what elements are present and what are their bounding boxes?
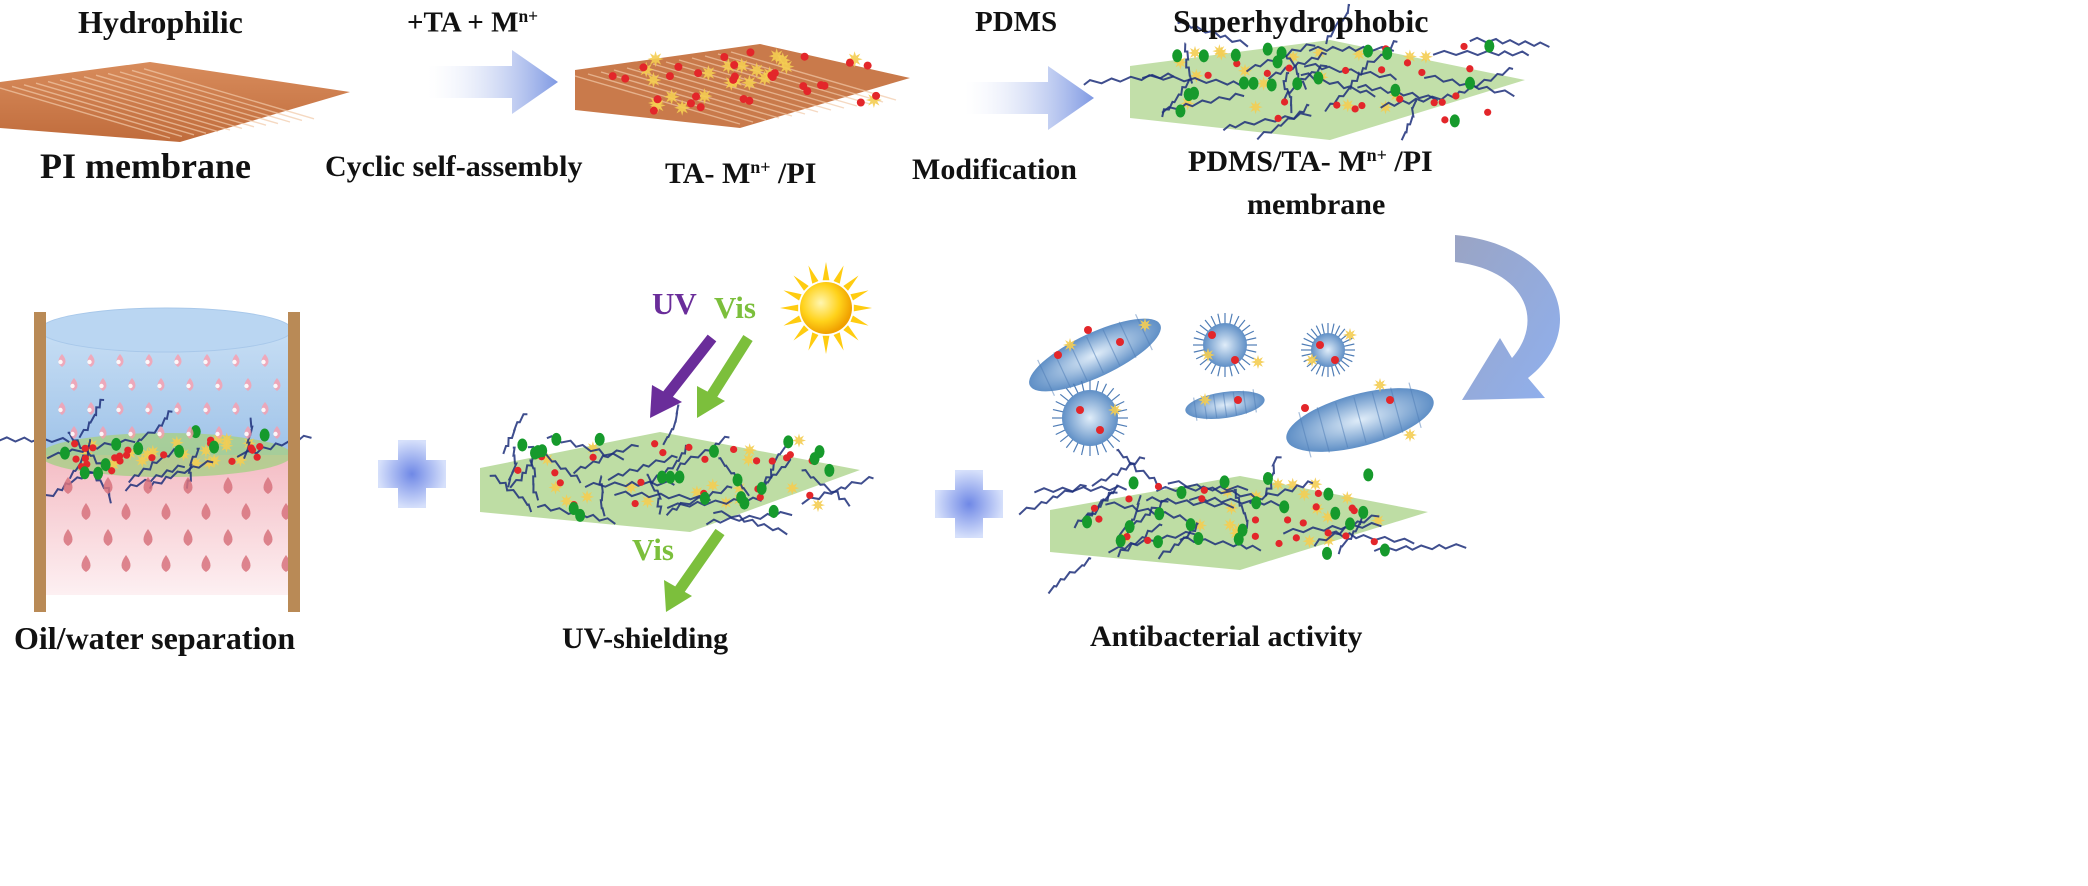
- label-pdms-ta-m-pi: PDMS/TA- Mn+ /PI: [1188, 146, 1433, 177]
- label-pi-membrane: PI membrane: [40, 146, 251, 186]
- label-modification: Modification: [912, 153, 1077, 186]
- label-pdms: PDMS: [975, 6, 1058, 38]
- plus-sign-2: [935, 470, 1003, 538]
- label-oil-water-separation: Oil/water separation: [14, 620, 296, 656]
- label-superhydrophobic: Superhydrophobic: [1173, 3, 1429, 39]
- ta-m-pi-suffix: /PI: [770, 156, 817, 190]
- antibacterial-membrane: [1018, 448, 1467, 595]
- pdms-ta-m-pi-text: PDMS/TA- M: [1188, 144, 1367, 178]
- label-ta-m-pi: TA- Mn+ /PI: [665, 158, 816, 189]
- vis-arrow-out: [664, 528, 725, 612]
- label-hydrophilic: Hydrophilic: [78, 4, 243, 40]
- arrow-step-2: [965, 66, 1094, 130]
- label-uv-shielding: UV-shielding: [562, 622, 729, 655]
- ta-m-pi-membrane: [574, 44, 910, 128]
- uv-arrow: [650, 334, 717, 418]
- ta-m-pi-text: TA- M: [665, 156, 751, 190]
- sun-icon: [780, 262, 872, 354]
- pdms-ta-m-pi-superscript: n+: [1366, 145, 1387, 165]
- label-vis-transmitted: Vis: [632, 532, 674, 567]
- ta-m-pi-superscript: n+: [750, 157, 771, 177]
- label-cyclic-self-assembly: Cyclic self-assembly: [325, 150, 583, 183]
- label-membrane: membrane: [1247, 188, 1386, 221]
- ta-addition-text: +TA + M: [407, 6, 519, 39]
- label-vis-incoming: Vis: [714, 290, 756, 325]
- arrow-step-1: [428, 50, 558, 114]
- label-uv: UV: [652, 286, 697, 321]
- pdms-ta-m-pi-suffix: /PI: [1386, 144, 1433, 178]
- vis-arrow-in: [697, 335, 753, 418]
- plus-sign-1: [378, 440, 446, 508]
- pdms-membrane-top: [1083, 3, 1550, 141]
- curved-arrow: [1455, 235, 1561, 400]
- uv-shielding-membrane: [480, 404, 874, 536]
- label-antibacterial-activity: Antibacterial activity: [1090, 620, 1363, 653]
- oil-water-setup: [0, 307, 312, 612]
- pi-membrane-sheet: [0, 62, 350, 142]
- label-ta-addition: +TA + Mn+: [407, 6, 539, 39]
- bacteria-group: [1029, 313, 1434, 458]
- ta-addition-superscript: n+: [518, 6, 539, 26]
